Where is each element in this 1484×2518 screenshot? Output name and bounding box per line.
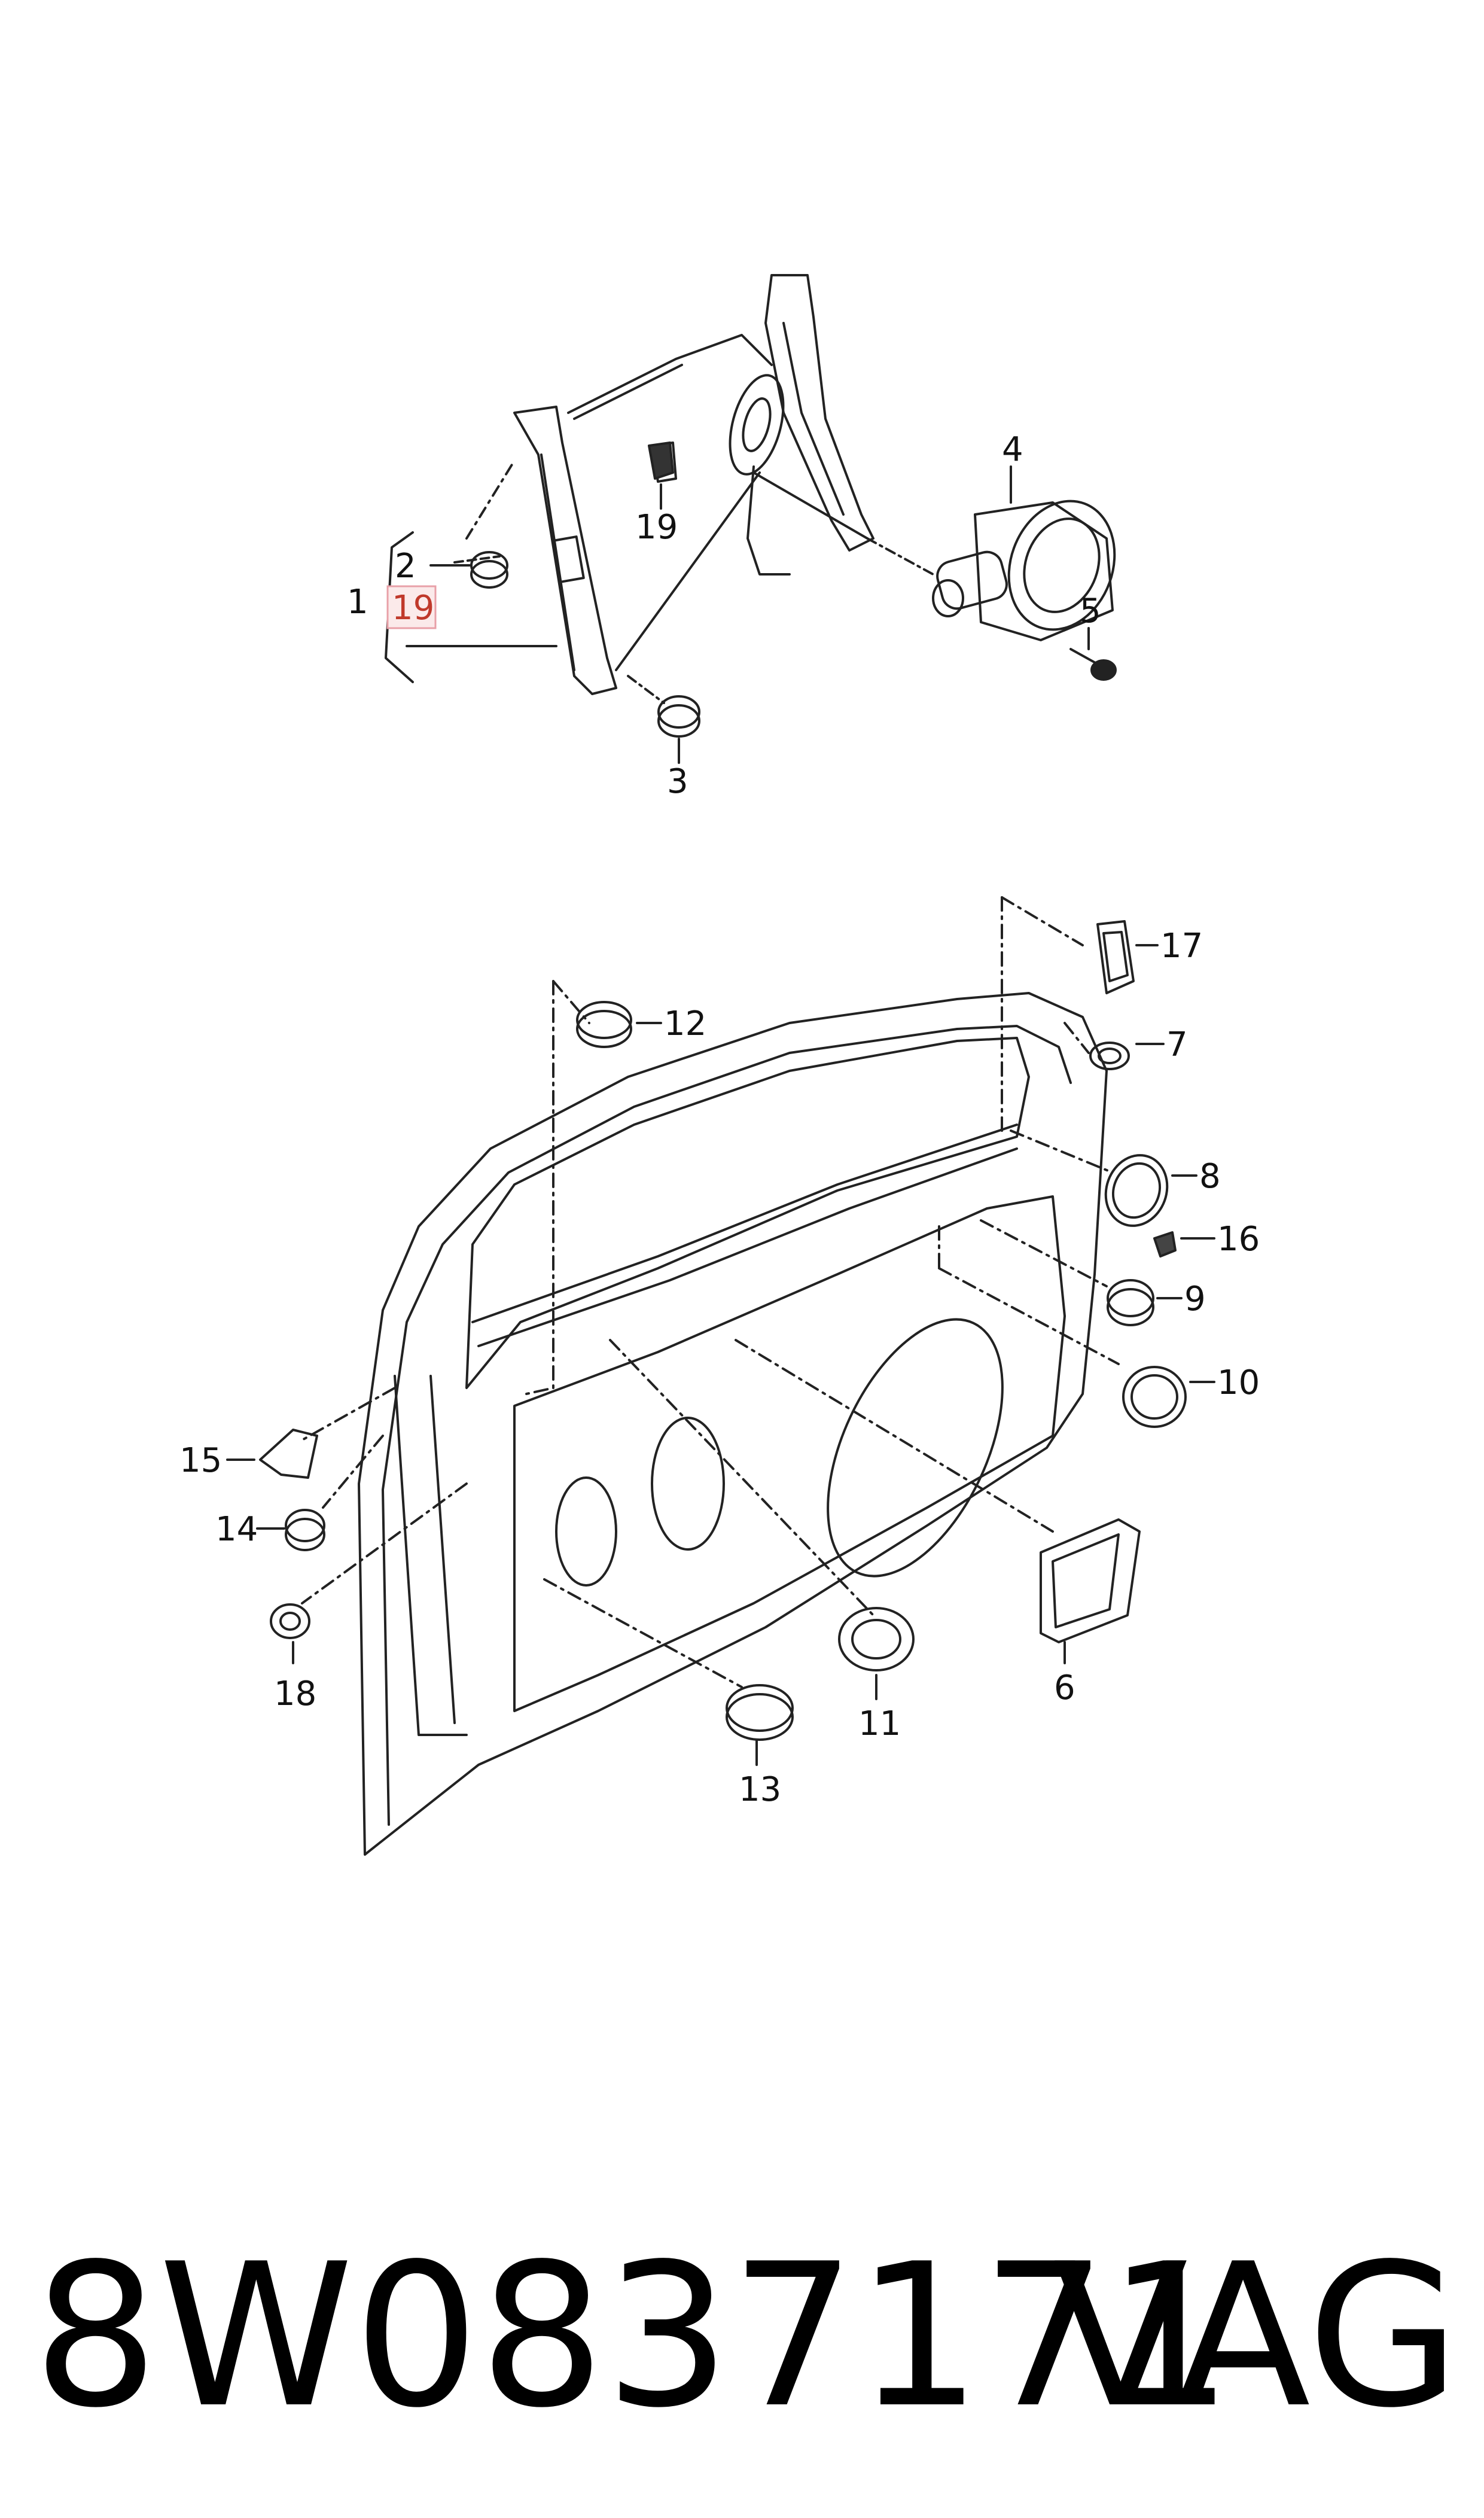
- plug-13-part: [726, 1684, 794, 1766]
- plug-14-part: [256, 1509, 325, 1551]
- callout-10: 10: [1217, 1363, 1260, 1402]
- window-regulator: [385, 274, 874, 695]
- leader-lines: [298, 896, 1120, 1688]
- callout-8: 8: [1199, 1157, 1221, 1196]
- callout-6: 6: [1054, 1668, 1075, 1707]
- cover-8-part: [1104, 1154, 1197, 1227]
- callout-19-top: 19: [635, 508, 678, 547]
- callout-17: 17: [1160, 927, 1203, 966]
- nut-2-part: [429, 551, 508, 589]
- cap-15-part: [226, 1429, 318, 1479]
- seal-17-part: [1096, 920, 1159, 994]
- parts-diagram: 1 2 19 19 3 4 5 17 12 7 8 16 9 10 15 14 …: [179, 274, 1260, 1856]
- callout-labels: 1 2 19 19 3 4 5 17 12 7 8 16 9 10 15 14 …: [179, 430, 1260, 1809]
- callout-9: 9: [1184, 1280, 1206, 1319]
- door-shell: [358, 992, 1108, 1856]
- part-number: 8W0837171: [33, 2221, 1233, 2451]
- callout-11: 11: [858, 1704, 901, 1743]
- plug-10-part: [1122, 1366, 1215, 1428]
- plug-9-part: [1107, 1279, 1183, 1326]
- brand-label: VAG: [1053, 2221, 1460, 2451]
- callout-14: 14: [215, 1510, 258, 1549]
- callout-19-boxed: 19: [392, 589, 434, 628]
- callout-12: 12: [664, 1004, 706, 1043]
- motor-4-part: [866, 465, 1116, 641]
- callout-7: 7: [1166, 1025, 1188, 1064]
- callout-18: 18: [274, 1674, 316, 1713]
- callout-5: 5: [1080, 592, 1101, 631]
- highlight-box-19: [386, 585, 437, 629]
- callout-3: 3: [667, 762, 688, 801]
- grommet-7-part: [1089, 1042, 1165, 1070]
- callout-2: 2: [395, 547, 416, 586]
- callout-13: 13: [739, 1770, 781, 1809]
- plug-12-part: [576, 1001, 662, 1048]
- control-unit-6-part: [1040, 1518, 1141, 1664]
- nut-3-part: [627, 675, 700, 764]
- callout-1: 1: [347, 583, 368, 622]
- callout-15: 15: [179, 1441, 222, 1480]
- plug-11-part: [838, 1607, 915, 1700]
- callout-4: 4: [1002, 430, 1023, 469]
- grommet-18-part: [270, 1603, 310, 1664]
- clip-19-part: [648, 442, 674, 510]
- screw-5-part: [1069, 627, 1117, 681]
- clip-16-part: [1153, 1231, 1215, 1258]
- callout-16: 16: [1217, 1220, 1260, 1259]
